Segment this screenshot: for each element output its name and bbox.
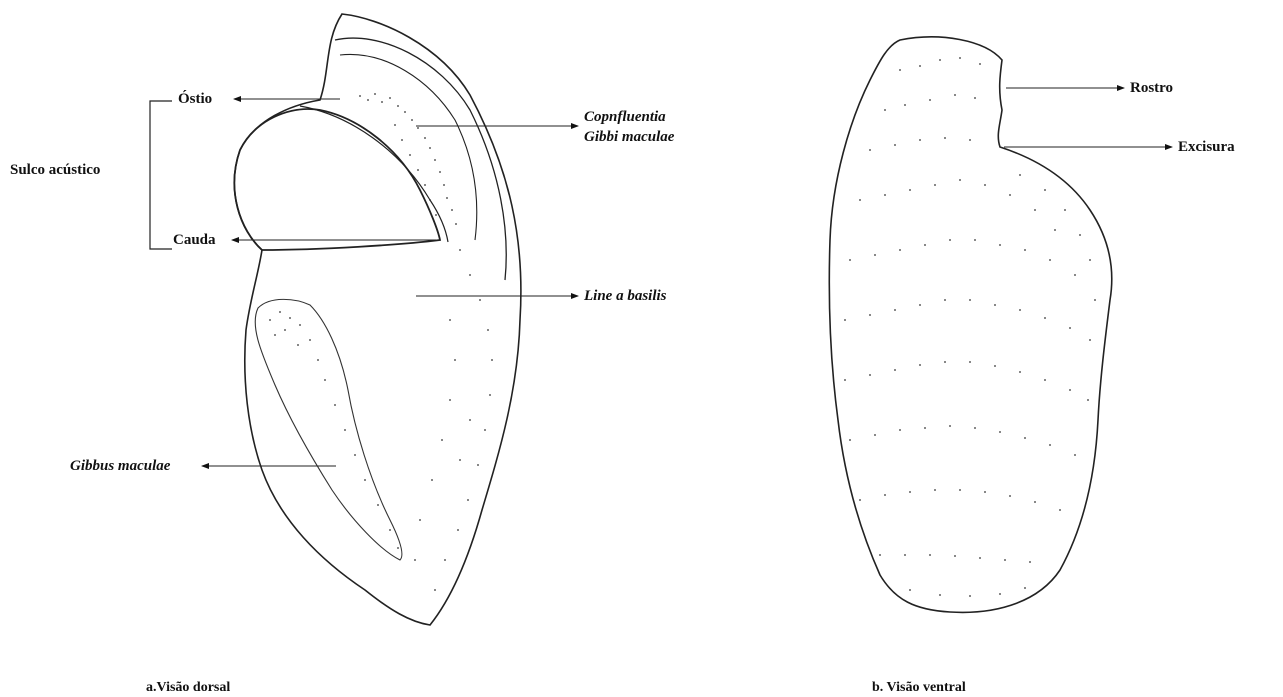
ventral-outline — [829, 37, 1112, 612]
ventral-view-otolith — [829, 37, 1112, 612]
dorsal-rim-line-1 — [335, 38, 506, 280]
dorsal-stipple — [269, 93, 493, 591]
label-sulco-acustico: Sulco acústico — [10, 161, 100, 179]
gibbus-lobe — [255, 299, 402, 560]
label-confluentia-line1: Copnfluentia — [584, 108, 666, 126]
dorsal-rim-line-2 — [340, 54, 477, 240]
label-gibbus-maculae: Gibbus maculae — [70, 457, 170, 475]
dorsal-outline — [234, 14, 521, 625]
sulcus-lobe — [234, 109, 440, 250]
label-cauda: Cauda — [173, 231, 216, 249]
label-rostro: Rostro — [1130, 79, 1173, 97]
label-ostio: Óstio — [178, 90, 212, 108]
caption-dorsal-view: a.Visão dorsal — [146, 680, 230, 697]
label-confluentia-line2: Gibbi maculae — [584, 128, 674, 146]
label-linea-basilis: Line a basilis — [584, 287, 667, 305]
ventral-stipple — [844, 57, 1096, 597]
dorsal-view-otolith — [234, 14, 521, 625]
caption-ventral-view: b. Visão ventral — [872, 680, 966, 697]
label-excisura: Excisura — [1178, 138, 1235, 156]
sulcus-bracket — [150, 101, 172, 249]
